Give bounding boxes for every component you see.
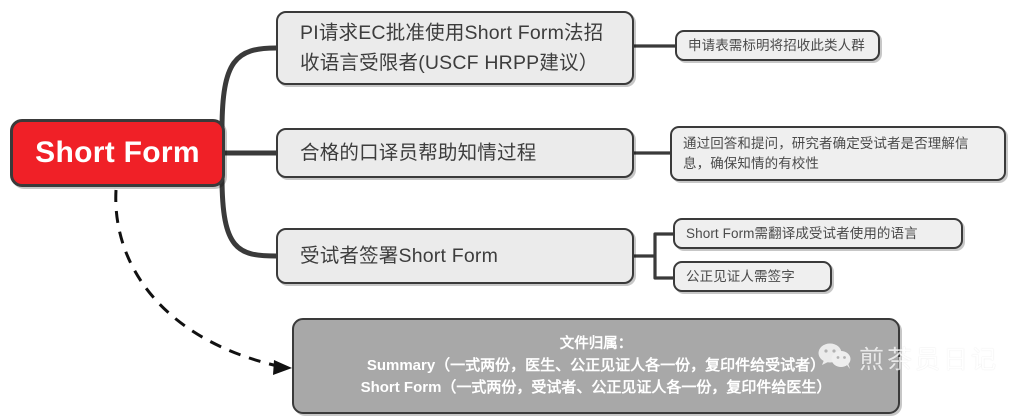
branch-node-2[interactable]: 合格的口译员帮助知情过程 <box>276 128 634 178</box>
branch-node-2-label: 合格的口译员帮助知情过程 <box>300 142 537 164</box>
connector-root-to-branch-1 <box>219 45 279 133</box>
branch-node-3[interactable]: 受试者签署Short Form <box>276 228 634 284</box>
leaf-node-3-label: Short Form需翻译成受试者使用的语言 <box>686 225 918 241</box>
branch-node-3-label: 受试者签署Short Form <box>300 245 499 267</box>
leaf-node-2[interactable]: 通过回答和提问，研究者确定受试者是否理解信息，确保知情的有校性 <box>670 126 1006 181</box>
connector-branch-3-bracket <box>632 232 675 280</box>
connector-root-to-branch-3 <box>219 174 279 259</box>
leaf-node-1[interactable]: 申请表需标明将招收此类人群 <box>675 30 880 61</box>
root-node-label: Short Form <box>35 136 200 169</box>
leaf-node-4-label: 公正见证人需签字 <box>686 268 795 284</box>
connector-dashed-root-to-summary <box>114 189 283 369</box>
branch-node-1[interactable]: PI请求EC批准使用Short Form法招收语言受限者(USCF HRPP建议… <box>276 11 634 85</box>
summary-line-1: Summary（一式两份，医生、公正见证人各一份，复印件给受试者） <box>366 357 826 374</box>
root-node[interactable]: Short Form <box>10 119 225 187</box>
leaf-node-1-label: 申请表需标明将招收此类人群 <box>688 37 865 53</box>
leaf-node-2-label: 通过回答和提问，研究者确定受试者是否理解信息，确保知情的有校性 <box>683 135 969 171</box>
leaf-node-4[interactable]: 公正见证人需签字 <box>673 261 832 292</box>
summary-line-2: Short Form（一式两份，受试者、公正见证人各一份，复印件给医生） <box>360 379 832 396</box>
branch-node-1-label: PI请求EC批准使用Short Form法招收语言受限者(USCF HRPP建议… <box>300 22 604 74</box>
leaf-node-3[interactable]: Short Form需翻译成受试者使用的语言 <box>673 218 963 249</box>
summary-line-title: 文件归属： <box>559 336 633 352</box>
summary-node[interactable]: 文件归属： Summary（一式两份，医生、公正见证人各一份，复印件给受试者） … <box>292 318 900 414</box>
connector-dashed-arrowhead <box>273 360 292 375</box>
